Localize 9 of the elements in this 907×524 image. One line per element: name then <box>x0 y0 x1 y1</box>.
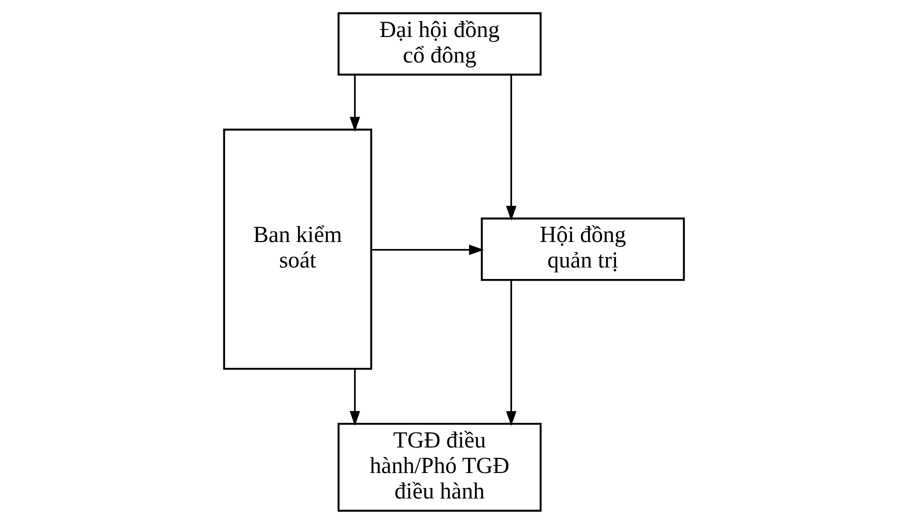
node-box: TGĐ điều hành/Phó TGĐ điều hành <box>337 422 542 512</box>
arrow <box>370 244 484 256</box>
node-box: Hội đồng quản trị <box>480 218 684 281</box>
arrow <box>506 280 516 426</box>
node-box: Ban kiểm soát <box>222 128 372 370</box>
arrow <box>349 369 360 426</box>
arrow <box>349 74 360 132</box>
arrow <box>506 74 516 221</box>
node-box: Đại hội đồng cổ đông <box>337 12 542 76</box>
